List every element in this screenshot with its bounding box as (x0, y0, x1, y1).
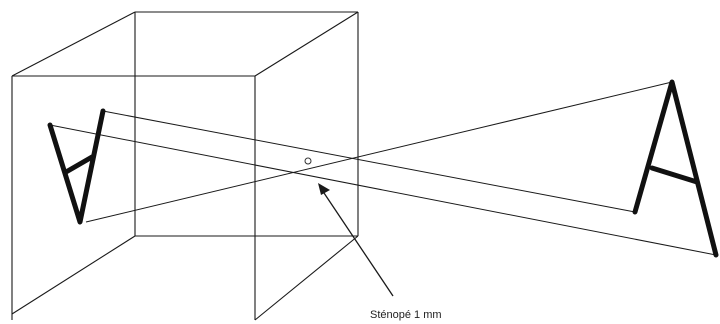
box-top-right-connector (254, 11, 359, 77)
pinhole (304, 157, 312, 165)
box-top-left-connector (11, 11, 136, 77)
box-bottom-right-connector (254, 235, 359, 321)
letter-a-crossbar (649, 165, 700, 185)
ray-right-foot-to-image (49, 124, 717, 256)
camera-box (11, 11, 359, 321)
box-bottom-left-connector (11, 235, 136, 315)
light-rays (49, 81, 717, 256)
pointer-arrowhead (318, 183, 330, 195)
ray-left-foot-to-image (102, 110, 636, 213)
inverted-letter-strokes (47, 108, 106, 225)
pinhole-label: Sténopé 1 mm (370, 309, 442, 321)
inverted-image-letter (47, 108, 106, 225)
pointer-shaft (321, 189, 394, 297)
inverted-letter-crossbar (63, 154, 95, 175)
ray-apex-to-image (85, 81, 673, 223)
label-pointer-arrow (318, 183, 394, 297)
object-letter-a (632, 79, 719, 258)
letter-a-strokes (632, 79, 719, 258)
